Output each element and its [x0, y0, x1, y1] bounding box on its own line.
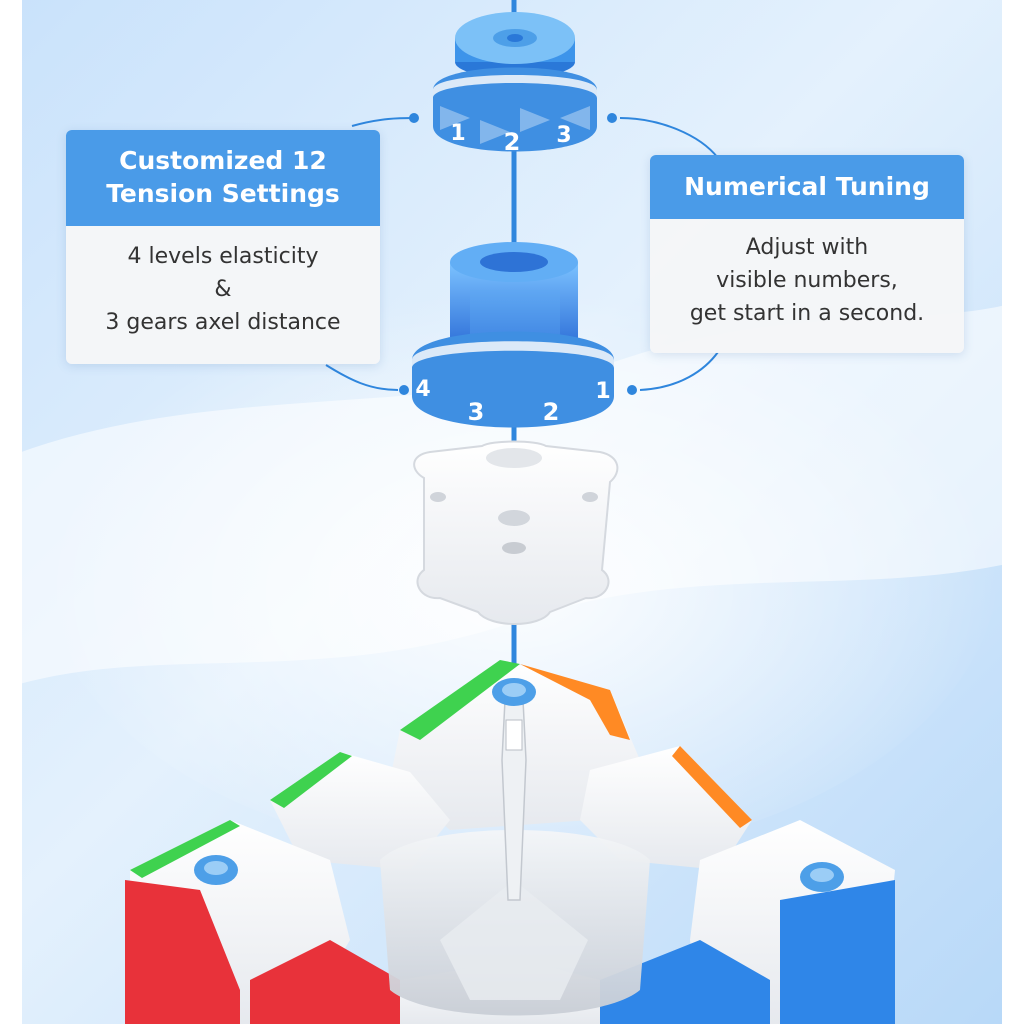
numerical-tuning-card: Numerical Tuning Adjust with visible num… — [650, 155, 964, 353]
upper-ring-digit-3: 3 — [556, 123, 571, 148]
lower-tension-ring — [412, 331, 614, 428]
body-line: & — [214, 277, 232, 302]
tension-settings-card: Customized 12 Tension Settings 4 levels … — [66, 130, 380, 364]
body-line: visible numbers, — [716, 268, 898, 293]
lower-ring-digit-2: 2 — [543, 398, 560, 426]
lower-ring-digit-4: 4 — [415, 377, 430, 402]
callout-lines — [325, 113, 719, 395]
body-line: Adjust with — [745, 235, 869, 260]
upper-ring-digit-1: 1 — [450, 121, 465, 146]
body-line: 4 levels elasticity — [127, 244, 319, 269]
tension-settings-body: 4 levels elasticity & 3 gears axel dista… — [66, 226, 380, 364]
center-cap-piece — [413, 440, 619, 625]
body-line: 3 gears axel distance — [105, 310, 341, 335]
lower-ring-digit-3: 3 — [468, 398, 485, 426]
top-dial-cap — [455, 12, 575, 78]
title-line: Customized 12 — [119, 146, 327, 175]
upper-ring-digit-2: 2 — [504, 128, 521, 156]
tension-settings-title: Customized 12 Tension Settings — [66, 130, 380, 226]
lower-ring-digit-1: 1 — [595, 379, 610, 404]
speed-cube — [125, 660, 895, 1024]
body-line: get start in a second. — [689, 301, 925, 326]
numerical-tuning-body: Adjust with visible numbers, get start i… — [650, 219, 964, 353]
numerical-tuning-title: Numerical Tuning — [650, 155, 964, 219]
title-line: Tension Settings — [106, 179, 340, 208]
upper-tension-ring — [433, 67, 597, 152]
